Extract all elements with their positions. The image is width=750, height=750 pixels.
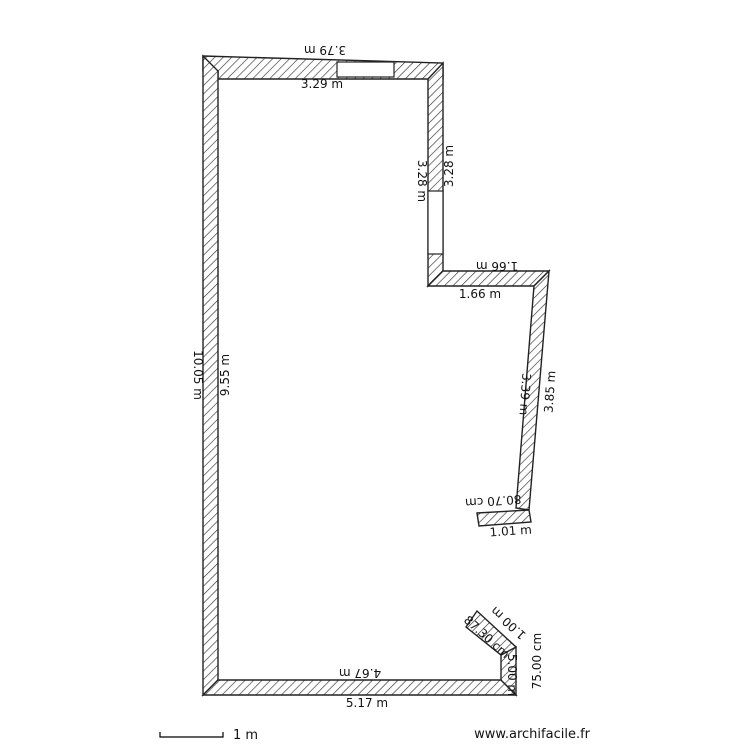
scale-label: 1 m bbox=[233, 728, 258, 743]
wall-corner-diagonal bbox=[465, 609, 518, 656]
dim-top-outer: 3.79 m bbox=[304, 43, 346, 57]
dim-bottom-outer: 5.17 m bbox=[346, 696, 388, 710]
scale-bar: 1 m bbox=[159, 728, 258, 743]
dim-right-upper-inner: 3.28 m bbox=[415, 160, 429, 202]
window-top bbox=[336, 61, 395, 78]
walls bbox=[201, 54, 551, 697]
dim-step-inner: 1.66 m bbox=[459, 287, 501, 301]
dim-bottom-inner: 4.67 m bbox=[339, 666, 381, 680]
window-right bbox=[427, 190, 444, 255]
dim-left-inner: 9.55 m bbox=[218, 354, 232, 396]
dim-right-lower-inner: 3.39 m bbox=[517, 373, 534, 416]
dim-left-outer: 10.05 m bbox=[191, 350, 205, 400]
scale-line bbox=[159, 732, 224, 738]
dim-top-inner: 3.29 m bbox=[301, 77, 343, 91]
dim-stub-outer: 1.01 m bbox=[489, 523, 532, 540]
dim-right-lower-outer: 3.85 m bbox=[542, 370, 559, 413]
wall-stub bbox=[476, 509, 532, 527]
dim-right-upper-outer: 3.28 m bbox=[442, 145, 456, 187]
wall-bottom bbox=[201, 679, 518, 696]
dim-stub-inner: 80.70 cm bbox=[465, 492, 522, 510]
dim-step-outer: 1.66 m bbox=[476, 259, 518, 273]
dim-corner-c: 75.00 cm bbox=[530, 633, 544, 689]
watermark: www.archifacile.fr bbox=[474, 727, 590, 742]
wall-top bbox=[202, 55, 444, 80]
dimension-labels: 3.79 m 3.29 m 3.28 m 3.28 m 1.66 m 1.66 … bbox=[191, 43, 558, 710]
dim-corner-d: 5.00 m bbox=[505, 654, 519, 696]
